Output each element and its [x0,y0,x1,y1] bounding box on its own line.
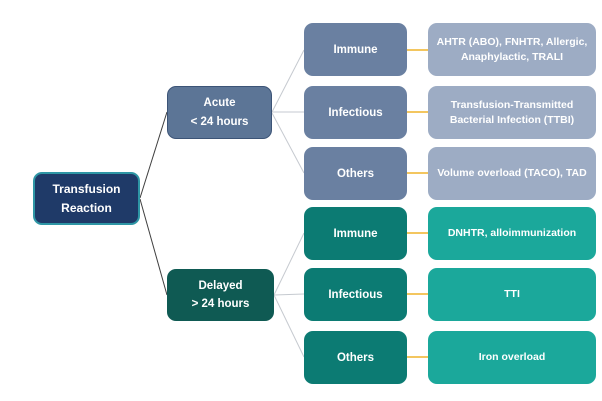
detail-label: Transfusion-Transmitted Bacterial Infect… [449,99,575,126]
branch-delayed-label: Delayed [198,279,243,292]
branch-node-acute: Acute < 24 hours [167,86,272,139]
category-label: Others [336,351,375,364]
category-label: Immune [333,227,378,240]
connector-acute-immune [271,49,305,113]
connector-delayed-immune [273,232,305,296]
category-label: Infectious [328,106,383,119]
detail-node-acute-immune: AHTR (ABO), FNHTR, Allergic, Anaphylacti… [428,23,596,76]
connector-root-acute [139,111,168,199]
connector-delayed-others [273,294,305,358]
detail-node-delayed-immune: DNHTR, alloimmunization [428,207,596,260]
branch-acute-label: Acute [203,97,236,110]
category-label: Immune [333,43,378,56]
connector-acute-others [271,112,305,174]
connector-root-delayed [139,198,168,296]
branch-node-delayed: Delayed > 24 hours [167,269,274,321]
category-node-acute-immune: Immune [304,23,407,76]
root-label-line1: Transfusion [52,181,121,196]
root-label-line2: Reaction [61,200,112,215]
branch-delayed-sublabel: > 24 hours [191,298,250,310]
detail-node-acute-others: Volume overload (TACO), TAD [428,147,596,200]
detail-label: DNHTR, alloimmunization [447,227,577,240]
category-label: Infectious [328,288,383,301]
connector-delayed-infectious [273,293,305,296]
category-node-acute-infectious: Infectious [304,86,407,139]
category-node-delayed-others: Others [304,331,407,384]
detail-node-delayed-others: Iron overload [428,331,596,384]
detail-label: AHTR (ABO), FNHTR, Allergic, Anaphylacti… [436,36,588,63]
detail-node-delayed-infectious: TTI [428,268,596,321]
category-node-delayed-infectious: Infectious [304,268,407,321]
root-node-transfusion-reaction: Transfusion Reaction [33,172,140,225]
detail-label: TTI [504,288,520,301]
detail-label: Iron overload [478,351,546,364]
branch-acute-sublabel: < 24 hours [190,115,249,128]
category-node-acute-others: Others [304,147,407,200]
category-node-delayed-immune: Immune [304,207,407,260]
detail-label: Volume overload (TACO), TAD [437,167,587,180]
category-label: Others [336,167,375,180]
detail-node-acute-infectious: Transfusion-Transmitted Bacterial Infect… [428,86,596,139]
